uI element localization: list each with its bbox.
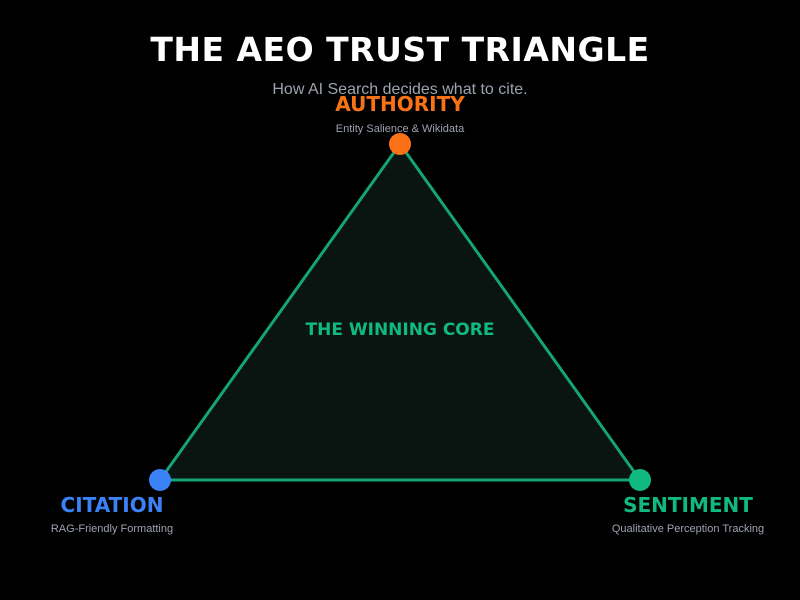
citation-title: CITATION [61, 493, 164, 517]
citation-node-dot [149, 469, 171, 491]
sentiment-subtitle: Qualitative Perception Tracking [612, 523, 764, 535]
sentiment-title: SENTIMENT [623, 493, 753, 517]
authority-node-dot [389, 133, 411, 155]
citation-subtitle: RAG-Friendly Formatting [51, 523, 173, 535]
page-title: THE AEO TRUST TRIANGLE [150, 30, 650, 69]
page-subtitle: How AI Search decides what to cite. [272, 81, 528, 98]
trust-triangle [158, 142, 642, 482]
sentiment-node-dot [629, 469, 651, 491]
authority-title: AUTHORITY [335, 92, 465, 116]
core-label: THE WINNING CORE [306, 320, 495, 340]
authority-subtitle: Entity Salience & Wikidata [336, 123, 465, 135]
